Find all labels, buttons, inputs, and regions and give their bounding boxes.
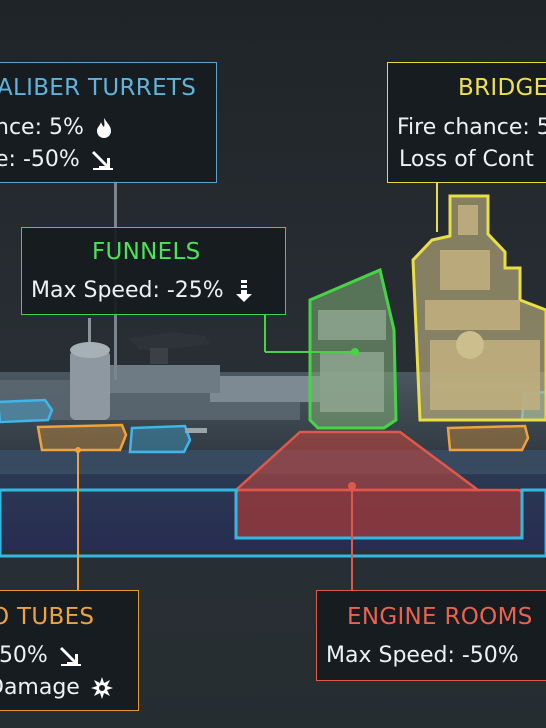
torpedo-tubes-title: O TUBES [0,604,95,630]
seaplane-silhouette [128,332,210,350]
torpedo-tube-right [446,424,530,452]
torpedo-tubes-line1: -50% [0,643,83,668]
hull-cyan-outline [0,488,546,558]
funnels-title: FUNNELS [92,239,201,265]
torpedo-tubes-line2: Damage [0,675,113,700]
explosion-icon [90,677,113,699]
bridge-title: BRIDGE [458,75,546,101]
bridge-line1: Fire chance: 5 [397,115,546,140]
fire-icon [96,118,111,138]
damage-arrow-icon [91,151,113,170]
main-turrets-title: ALIBER TURRETS [0,75,197,101]
turret-tower [70,350,110,420]
engine-rooms-line1: Max Speed: -50% [326,643,519,668]
torpedo-tubes-panel: O TUBES -50% Damage [0,590,139,711]
speed-down-arrow-icon [235,280,252,302]
engine-room-lower [234,488,524,540]
main-turrets-line1: nce: 5% [0,115,113,140]
secondary-turret-left [0,398,54,424]
bridge-panel: BRIDGE Fire chance: 5 Loss of Cont [387,62,546,183]
funnels-panel: FUNNELS Max Speed: -25% [21,227,286,315]
funnels-line1: Max Speed: -25% [31,278,253,303]
main-turrets-panel: ALIBER TURRETS nce: 5% e: -50% [0,62,217,183]
engine-rooms-title: ENGINE ROOMS [347,604,533,630]
damage-arrow-icon [59,647,81,666]
engine-rooms-panel: ENGINE ROOMS Max Speed: -50% [316,590,546,681]
torpedo-tube-left [36,423,128,452]
secondary-turret-center [128,424,192,454]
main-turrets-line2: e: -50% [0,147,115,172]
bridge-line2: Loss of Cont [399,147,534,172]
